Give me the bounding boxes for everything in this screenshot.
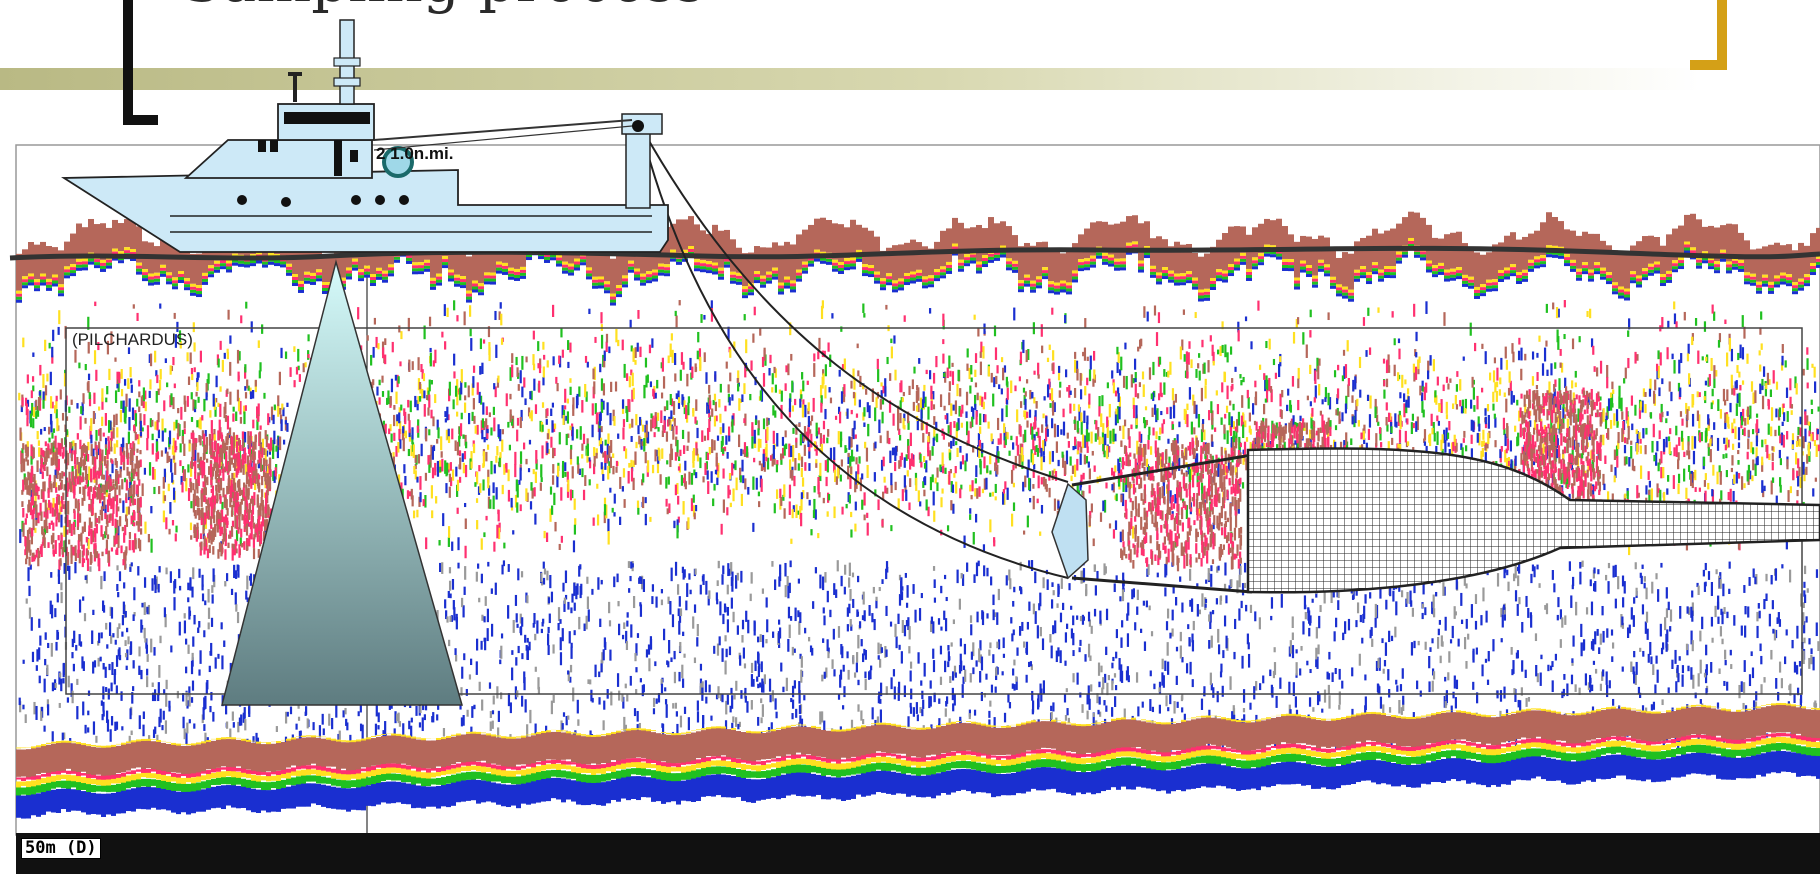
trawl-bridle-lower — [1071, 576, 1253, 594]
title-bracket-left — [123, 0, 158, 125]
title-accent-bar — [0, 68, 1700, 90]
title-bracket-right — [1690, 0, 1727, 70]
sea-surface-line — [9, 245, 1820, 261]
sonar-beam-icon — [221, 259, 463, 706]
trawl-bridle-upper — [1071, 453, 1253, 487]
distance-label: 2 1.0n.mi. — [376, 144, 454, 163]
fishing-boat-icon — [61, 19, 669, 253]
surface-echo-band — [16, 211, 1820, 306]
trawl-door — [1051, 482, 1089, 580]
depth-scale-label: 50m (D) — [21, 838, 101, 859]
echogram-status-bar — [16, 833, 1820, 874]
trawl-warp-lower — [639, 124, 1069, 579]
trawl-net-icon — [1246, 447, 1820, 594]
school-label: (PILCHARDUS) — [72, 330, 193, 349]
slide-title: Sampling process — [182, 0, 705, 10]
trawl-warp-upper — [639, 124, 1069, 483]
seabed-echo-band — [16, 702, 1820, 819]
